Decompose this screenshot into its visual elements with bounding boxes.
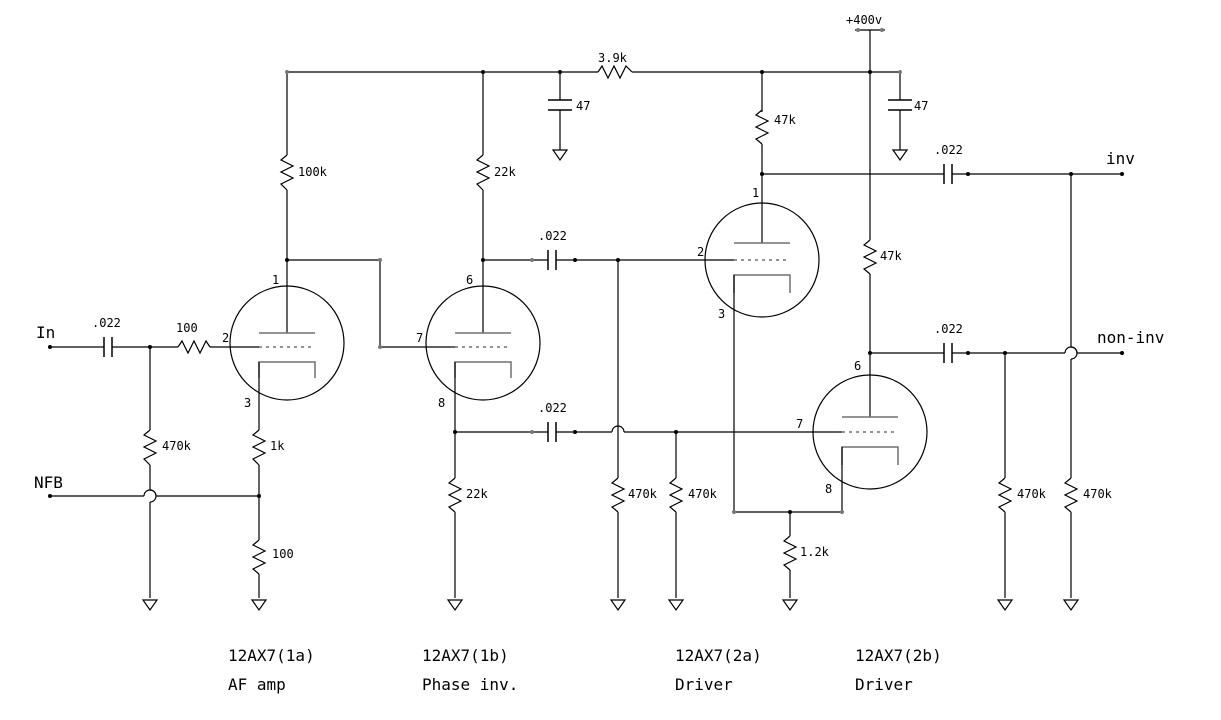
r-plate-2a-label: 47k	[774, 113, 796, 127]
output-capacitor-inv	[762, 164, 1122, 184]
input-label: In	[36, 323, 55, 342]
supply-rail	[285, 28, 902, 240]
output-capacitor-noninv	[870, 343, 1122, 363]
stage-2b-role: Driver	[855, 675, 913, 694]
r-out-noninv-label: 470k	[1017, 487, 1047, 501]
r-plate-2b-label: 47k	[880, 249, 902, 263]
tube-2b	[812, 374, 928, 512]
stage-1b-tube: 12AX7(1b)	[422, 646, 509, 665]
pin-2b-plate: 6	[854, 359, 861, 373]
c-filter-1-label: 47	[576, 99, 590, 113]
pin-2a-grid: 2	[697, 245, 704, 259]
c-input-label: .022	[92, 316, 121, 330]
pin-1a-plate: 1	[272, 273, 279, 287]
r-nfb-label: 100	[272, 547, 294, 561]
r-out-inv-label: 470k	[1083, 487, 1113, 501]
stage-1a-role: AF amp	[228, 675, 286, 694]
r-grid-stop-label: 100	[176, 321, 198, 335]
pin-2b-grid: 7	[796, 417, 803, 431]
r-cathode-2-label: 1.2k	[800, 545, 830, 559]
stage-2a-role: Driver	[675, 675, 733, 694]
grid-stopper-resistor	[177, 339, 230, 355]
grid-resistor-2a	[609, 260, 627, 612]
input-capacitor	[100, 337, 178, 357]
pin-1b-grid: 7	[416, 331, 423, 345]
r-cathode-1a-label: 1k	[270, 439, 285, 453]
stage-2a-tube: 12AX7(2a)	[675, 646, 762, 665]
c-out-inv-label: .022	[934, 143, 963, 157]
plate-resistor-1b	[475, 154, 491, 333]
stage-1a-tube: 12AX7(1a)	[228, 646, 315, 665]
pin-2a-plate: 1	[752, 186, 759, 200]
c-filter-2-label: 47	[914, 99, 928, 113]
cathode-resistor-1b	[446, 432, 464, 612]
plate-resistor-2b	[862, 239, 878, 417]
stage-2b-tube: 12AX7(2b)	[855, 646, 942, 665]
input-grid-resistor	[141, 347, 159, 612]
c-couple-cathode-label: .022	[538, 401, 567, 415]
pin-1a-cathode: 3	[244, 396, 251, 410]
cathode-resistor-1a	[251, 400, 267, 540]
tube-1a	[229, 260, 345, 401]
plate-resistor-1a	[279, 154, 295, 260]
coupling-capacitor-cathode	[455, 422, 838, 442]
pin-2b-cathode: 8	[825, 482, 832, 496]
pin-1b-plate: 6	[466, 273, 473, 287]
r-plate-1b-label: 22k	[494, 165, 516, 179]
inv-label: inv	[1106, 149, 1135, 168]
tube-1b	[425, 285, 541, 432]
coupling-capacitor-plate	[483, 250, 708, 270]
nfb-label: NFB	[34, 473, 63, 492]
c-couple-plate-label: .022	[538, 229, 567, 243]
nfb-resistor	[250, 539, 268, 612]
r-supply-label: 3.9k	[598, 51, 628, 65]
supply-label: +400v	[846, 13, 882, 27]
output-resistor-inv	[1062, 174, 1080, 612]
pin-1b-cathode: 8	[438, 396, 445, 410]
filter-capacitor-2	[888, 99, 912, 162]
non-inv-label: non-inv	[1097, 328, 1164, 347]
filter-capacitor-1	[548, 99, 572, 162]
pin-2a-cathode: 3	[718, 307, 725, 321]
cathode-resistor-2	[734, 511, 842, 612]
tube-2a	[704, 202, 820, 512]
plate-resistor-2a	[754, 109, 770, 243]
r-grid-2b-label: 470k	[688, 487, 718, 501]
stage-1b-role: Phase inv.	[422, 675, 518, 694]
c-out-noninv-label: .022	[934, 322, 963, 336]
pin-1a-grid: 2	[222, 331, 229, 345]
r-plate-1a-label: 100k	[298, 165, 328, 179]
grid-resistor-2b	[667, 432, 685, 612]
r-grid-2a-label: 470k	[628, 487, 658, 501]
r-input-grid-label: 470k	[162, 439, 192, 453]
r-cathode-1b-label: 22k	[466, 487, 488, 501]
output-resistor-noninv	[996, 353, 1014, 612]
